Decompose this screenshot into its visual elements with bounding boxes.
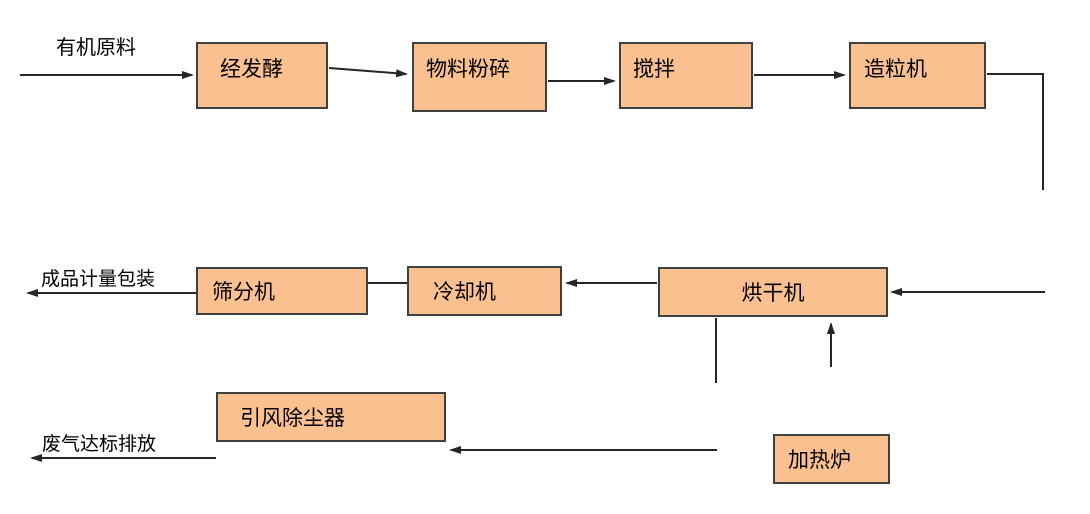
node-induced-draft-dust-collector: 引风除尘器: [216, 392, 446, 442]
node-granulator-label: 造粒机: [864, 57, 927, 81]
node-heating-furnace: 加热炉: [773, 434, 890, 484]
node-mixing-label: 搅拌: [633, 57, 675, 81]
node-material-crushing: 物料粉碎: [412, 42, 547, 112]
label-exhaust-gas-discharge: 废气达标排放: [42, 433, 157, 455]
connector-granulator-elbow: [987, 73, 1044, 190]
node-furnace-label: 加热炉: [788, 448, 851, 472]
node-fermentation: 经发酵: [196, 42, 328, 109]
node-dust-collector-label: 引风除尘器: [240, 406, 345, 430]
label-product-metering-packaging: 成品计量包装: [41, 268, 156, 290]
node-fermentation-label: 经发酵: [220, 57, 283, 81]
arrow-fermentation-to-crushing: [328, 67, 408, 78]
node-granulator: 造粒机: [849, 42, 986, 109]
node-drying-machine: 烘干机: [658, 267, 888, 317]
node-mixing: 搅拌: [619, 42, 753, 109]
node-cooling-label: 冷却机: [433, 280, 496, 304]
node-screening-label: 筛分机: [212, 280, 275, 304]
label-organic-raw-material: 有机原料: [56, 35, 136, 59]
node-screening-machine: 筛分机: [196, 267, 368, 315]
node-drying-label: 烘干机: [741, 281, 805, 305]
node-crushing-label: 物料粉碎: [426, 57, 510, 81]
node-cooling-machine: 冷却机: [407, 266, 562, 316]
